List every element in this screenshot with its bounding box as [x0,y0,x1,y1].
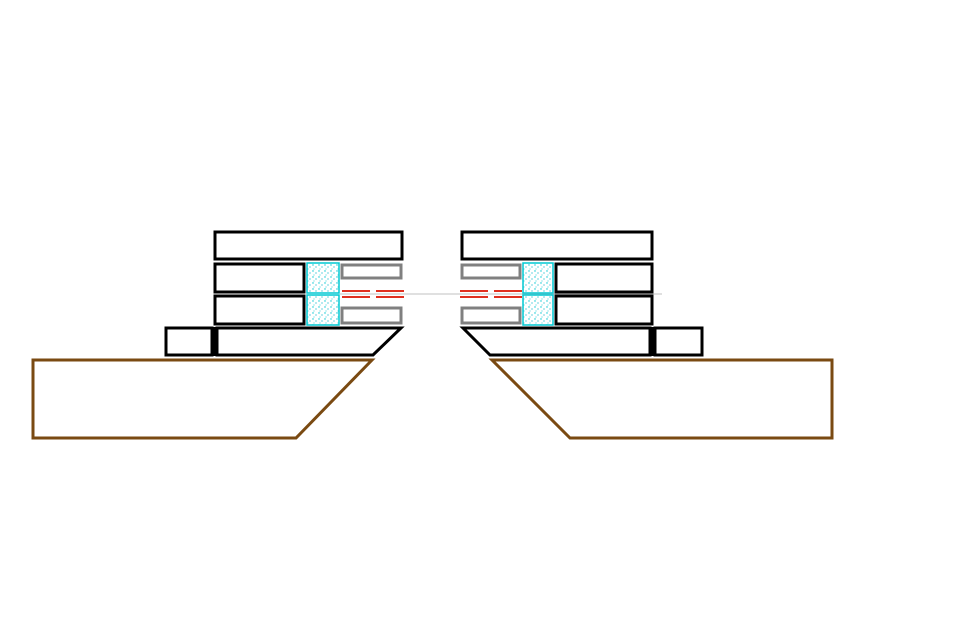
left-lower-gray-element [340,306,403,325]
left-bottom-plate [164,326,405,357]
left-upper-gray-element [340,263,403,280]
left-lower-block [213,294,306,326]
right-lower-cyan-cell [522,294,554,326]
right-base [488,358,834,440]
left-lower-cyan-cell [306,294,340,326]
left-base [31,358,376,440]
left-assembly [31,230,405,440]
right-upper-block [554,262,654,294]
left-upper-block [213,262,306,294]
right-red-dashes [460,290,522,298]
right-assembly [459,230,834,440]
right-bottom-plate [459,326,704,357]
right-top-bar [460,230,654,261]
right-upper-cyan-cell [522,262,554,294]
right-lower-gray-element [460,306,522,325]
left-red-dashes [342,290,404,298]
right-upper-gray-element [460,263,522,280]
left-upper-cyan-cell [306,262,340,294]
left-top-bar [213,230,404,261]
right-lower-block [554,294,654,326]
